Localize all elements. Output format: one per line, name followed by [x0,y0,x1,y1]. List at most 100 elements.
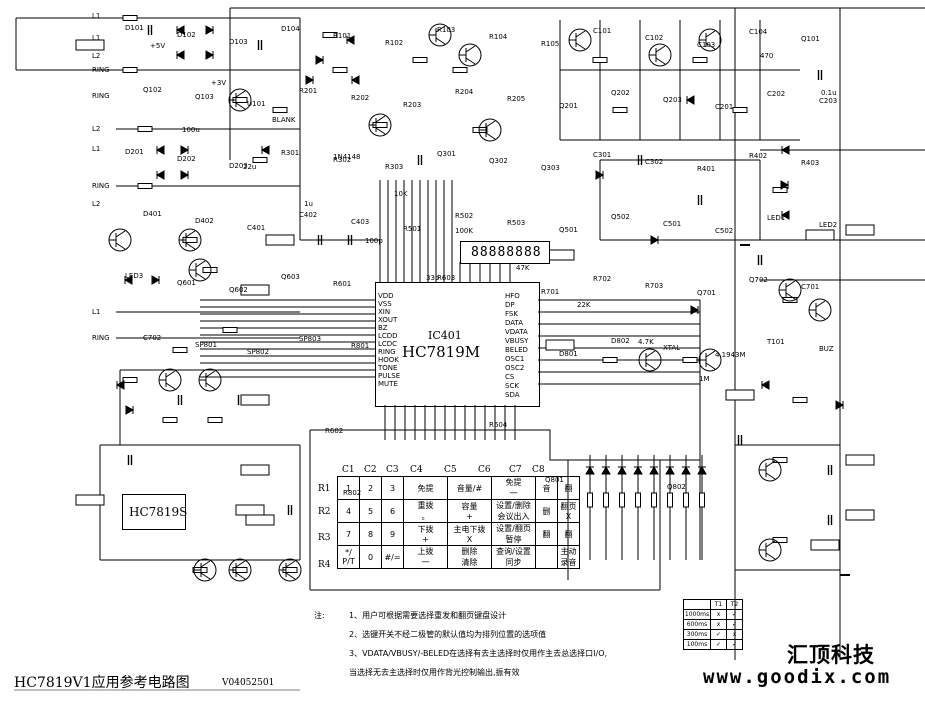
component-label: R402 [749,152,768,160]
diode [260,145,270,155]
component-label: 4.1943M [715,351,746,359]
component-label: HFO [505,292,520,300]
component-label: Q303 [541,164,560,172]
keypad-key: 下拨 + [403,522,448,546]
keypad-key: 7 [337,522,360,546]
component-label: 47K [516,264,530,272]
component-label: C701 [801,283,820,291]
transistor-body [109,230,126,250]
component-label: C301 [593,151,612,159]
transistor-body [809,300,826,320]
resistor [772,457,788,463]
component-label: R303 [385,163,404,171]
component-label: C202 [767,90,786,98]
main-ic-part: HC7819M [402,343,481,361]
component-label: R203 [403,101,422,109]
wire [300,239,381,282]
component-label: 22K [577,301,591,309]
component-label: VSS [378,300,392,308]
resistor [683,492,689,508]
component-label: Q201 [559,102,578,110]
component-label: R104 [489,33,508,41]
component-label: D402 [195,217,214,225]
diode [780,210,790,220]
diode [115,380,125,390]
capacitor [827,465,833,475]
component-label: SP802 [247,348,270,356]
component-label: LED1 [767,214,786,222]
component-label: RING [92,182,110,190]
keypad-key: 免提 一 [491,476,536,500]
component-label: 0.1u [821,89,837,97]
component-label: LCDC [378,340,398,348]
diode [780,145,790,155]
component-label: R603 [437,274,456,282]
connector-box [545,339,575,351]
keypad-key: 删 [535,499,558,523]
component-label: 10K [394,190,408,198]
transistor-body [229,560,246,580]
connector-box [725,389,755,401]
timing-cell: ✓ [710,629,727,640]
diode [305,75,315,85]
connector-box [845,509,875,521]
transistor-body [699,30,716,50]
timing-cell: T1 [710,599,727,610]
resistor [772,537,788,543]
keypad-key: 主电下拨 X [447,522,492,546]
component-label: R703 [645,282,664,290]
component-label: VDD [378,292,394,300]
component-label: L2 [92,200,101,208]
component-label: 1M [699,375,710,383]
diode [690,305,700,315]
component-label: R601 [333,280,352,288]
capacitor [177,395,183,405]
component-label: R103 [437,26,456,34]
resistor [772,187,788,193]
component-label: HOOK [378,356,399,364]
component-label: C702 [143,334,162,342]
keypad-key: 查询/设置 同步 [491,545,536,569]
timing-cell: x [710,609,727,620]
transistor-body [699,350,716,370]
component-label: RING [92,92,110,100]
sub-ic-part: HC7819S [129,505,188,519]
capacitor [127,455,133,465]
diode [617,465,627,475]
capacitor [737,435,743,445]
resistor [332,67,348,73]
connector-box [75,39,105,51]
component-label: R403 [801,159,820,167]
capacitor [317,235,323,245]
transistor-body [194,560,211,580]
resistor [602,357,618,363]
connector-box [265,234,295,246]
brand-name: 汇顶科技 [787,643,875,667]
keypad-key: 容量 + [447,499,492,523]
transistor-body [179,230,196,250]
timing-cell: ✓ [726,639,743,650]
timing-cell: ✓ [726,619,743,630]
component-label: C101 [593,27,612,35]
transistor-body [459,45,476,65]
component-label: Q102 [143,86,162,94]
keypad-col-header: C7 [509,465,522,475]
component-label: C403 [351,218,370,226]
component-label: D802 [611,337,630,345]
diode [649,465,659,475]
transistor-body [649,45,666,65]
component-label: R205 [507,95,526,103]
keypad-col-header: C4 [410,465,423,475]
diode [151,275,161,285]
diode [601,465,611,475]
brand-url: www.goodix.com [703,666,892,688]
component-label: Q601 [177,279,196,287]
component-label: DATA [505,319,524,327]
component-layer [75,15,875,582]
component-label: Q701 [697,289,716,297]
component-label: C203 [819,97,838,105]
transistor-body [569,30,586,50]
transistor-body [159,370,176,390]
resistor [782,297,798,303]
